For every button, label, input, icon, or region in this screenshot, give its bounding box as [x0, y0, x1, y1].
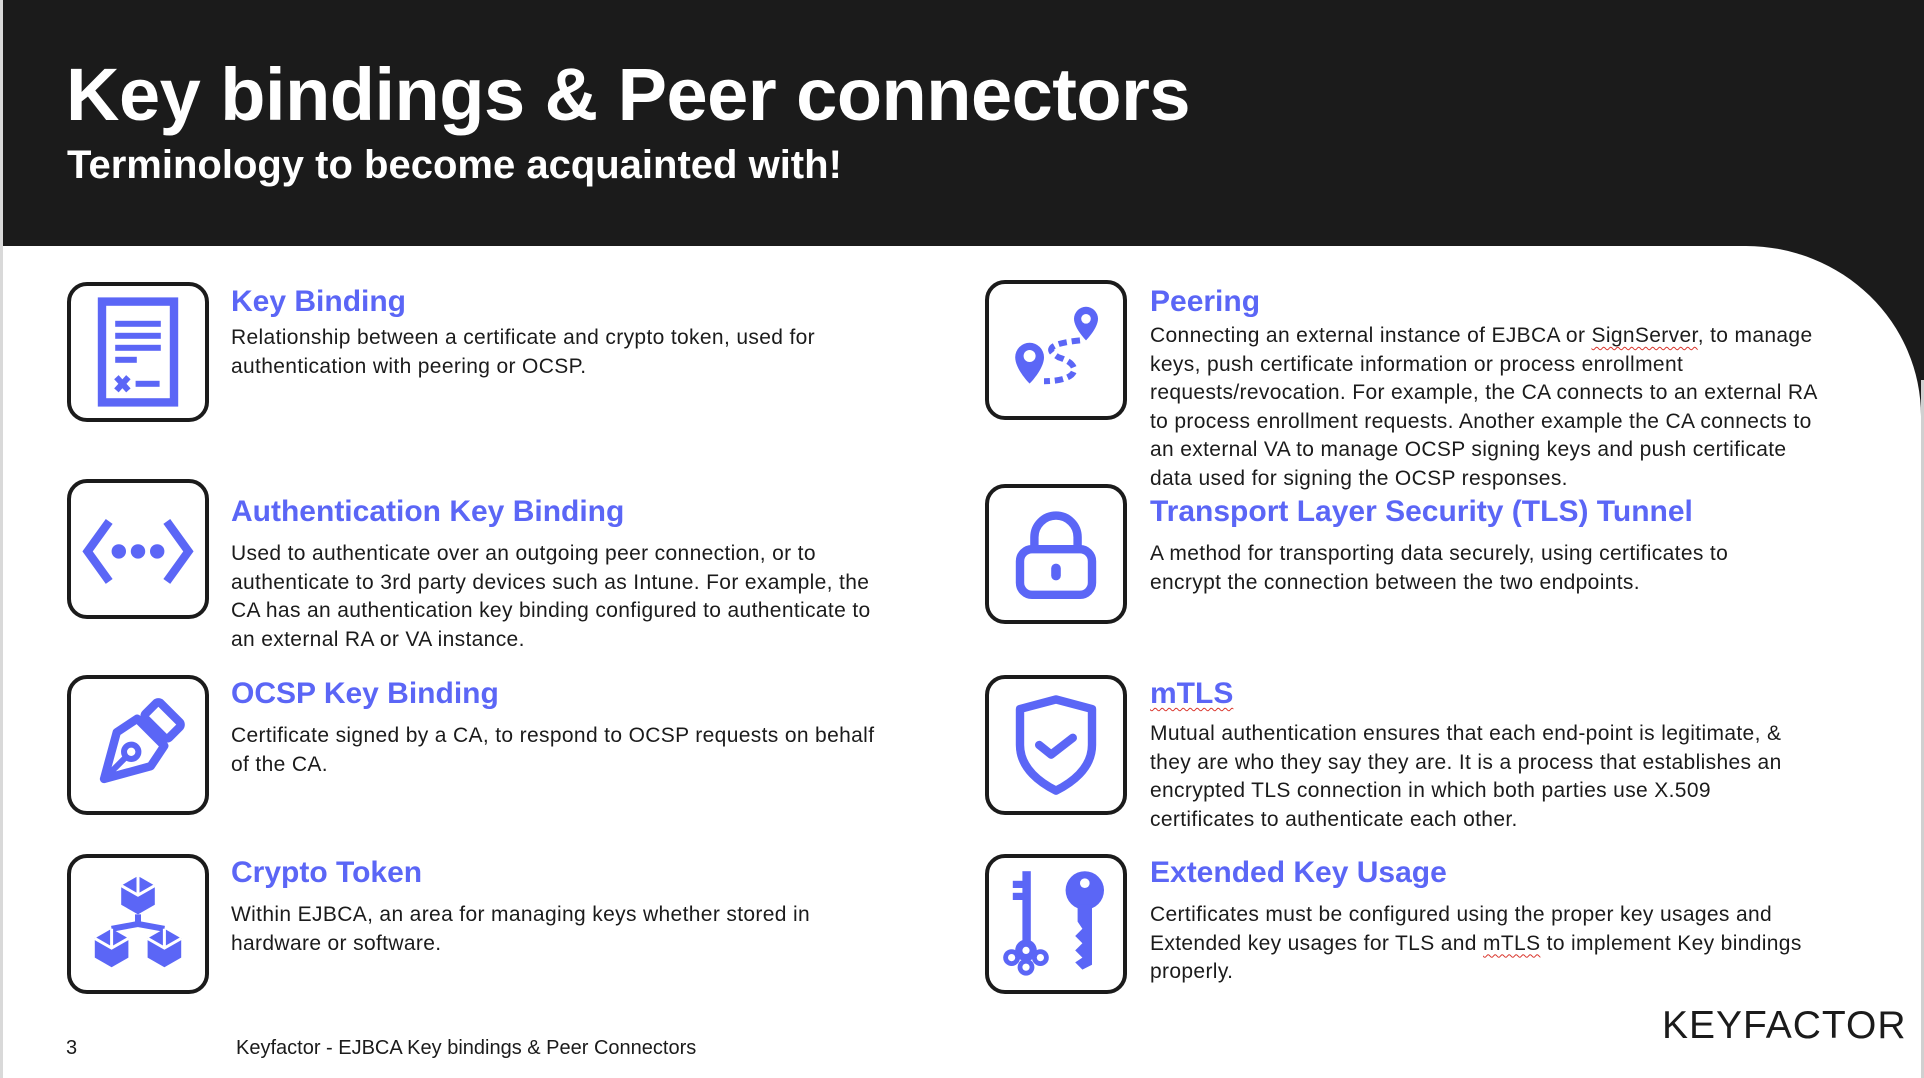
term-extended-key-usage: Extended Key Usage Certificates must be … — [1150, 855, 1802, 987]
term-tls-tunnel: Transport Layer Security (TLS) Tunnel A … — [1150, 494, 1728, 597]
page-number: 3 — [66, 1037, 78, 1059]
route-pins-icon — [985, 280, 1127, 420]
term-text: Extended key usages for TLS and mTLS to … — [1150, 930, 1802, 959]
slide-header — [3, 0, 1924, 246]
spellcheck-word: mTLS — [1483, 931, 1541, 955]
term-text: requests/revocation. For example, the CA… — [1150, 381, 1818, 404]
footer-text: Keyfactor - EJBCA Key bindings & Peer Co… — [236, 1037, 697, 1059]
term-text: certificates to authenticate each other. — [1150, 807, 1518, 831]
term-text: authentication with peering or OCSP. — [231, 354, 587, 378]
term-text-part: Extended key usages for TLS and — [1150, 931, 1484, 955]
term-text: they are who they say they are. It is a … — [1150, 750, 1782, 774]
term-text: Connecting an external instance of EJBCA… — [1150, 322, 1818, 351]
term-text: keys, push certificate information or pr… — [1150, 352, 1684, 376]
term-text: an external VA to manage OCSP signing ke… — [1150, 438, 1787, 461]
term-text: Used to authenticate over an outgoing pe… — [231, 542, 816, 565]
term-text: data used for signing the OCSP responses… — [1150, 466, 1568, 490]
term-heading: Peering — [1150, 285, 1261, 318]
document-icon — [67, 282, 209, 422]
term-heading: Crypto Token — [231, 856, 423, 889]
term-text: Mutual authentication ensures that each … — [1150, 722, 1782, 745]
slide-content — [3, 246, 1921, 1078]
term-text: Certificate signed by a CA, to respond t… — [231, 724, 875, 747]
lock-icon — [985, 484, 1127, 624]
term-heading: Authentication Key Binding — [231, 495, 625, 528]
term-peering: Peering Connecting an external instance … — [1150, 284, 1818, 493]
term-text: an external RA or VA instance. — [231, 627, 525, 651]
term-text: encrypted TLS connection in which both p… — [1150, 779, 1711, 802]
term-text: A method for transporting data securely,… — [1150, 542, 1729, 565]
slide-edge-right — [1921, 380, 1924, 1078]
term-text: authenticate to 3rd party devices such a… — [231, 570, 870, 594]
slide-edge — [0, 0, 3, 1078]
term-heading: mTLS — [1150, 677, 1234, 710]
term-heading: Key Binding — [231, 285, 407, 318]
term-text: Certificates must be configured using th… — [1150, 903, 1773, 926]
term-mtls: mTLS Mutual authentication ensures that … — [1150, 676, 1782, 834]
term-text: Relationship between a certificate and c… — [231, 326, 816, 349]
term-heading: OCSP Key Binding — [231, 677, 499, 710]
term-key-binding: Key Binding Relationship between a certi… — [231, 284, 815, 381]
pen-nib-icon — [67, 675, 209, 815]
term-text: encrypt the connection between the two e… — [1150, 570, 1640, 594]
slide-subtitle: Terminology to become acquainted with! — [67, 143, 842, 187]
shield-check-icon — [985, 675, 1127, 815]
term-text: properly. — [1150, 960, 1234, 983]
term-text-part: , to manage — [1697, 324, 1813, 347]
code-dots-icon — [67, 479, 209, 619]
keys-icon — [985, 854, 1127, 994]
term-text: hardware or software. — [231, 931, 442, 955]
slide-title: Key bindings & Peer connectors — [66, 53, 1191, 136]
term-text: CA has an authentication key binding con… — [231, 599, 871, 622]
term-text: to process enrollment requests. Another … — [1150, 409, 1812, 433]
term-crypto-token: Crypto Token Within EJBCA, an area for m… — [231, 855, 810, 958]
term-heading: Extended Key Usage — [1150, 856, 1447, 889]
term-authentication-key-binding: Authentication Key Binding Used to authe… — [231, 494, 871, 654]
term-text-part: to implement Key bindings — [1540, 931, 1802, 955]
term-text: of the CA. — [231, 752, 328, 776]
spellcheck-word: SignServer — [1591, 324, 1698, 347]
cubes-icon — [67, 854, 209, 994]
term-text-part: Connecting an external instance of EJBCA… — [1150, 324, 1592, 347]
keyfactor-logo: KEYFACTOR — [1662, 1004, 1907, 1047]
term-text: Within EJBCA, an area for managing keys … — [231, 903, 811, 926]
term-heading: Transport Layer Security (TLS) Tunnel — [1150, 495, 1693, 528]
term-ocsp-key-binding: OCSP Key Binding Certificate signed by a… — [231, 676, 874, 779]
